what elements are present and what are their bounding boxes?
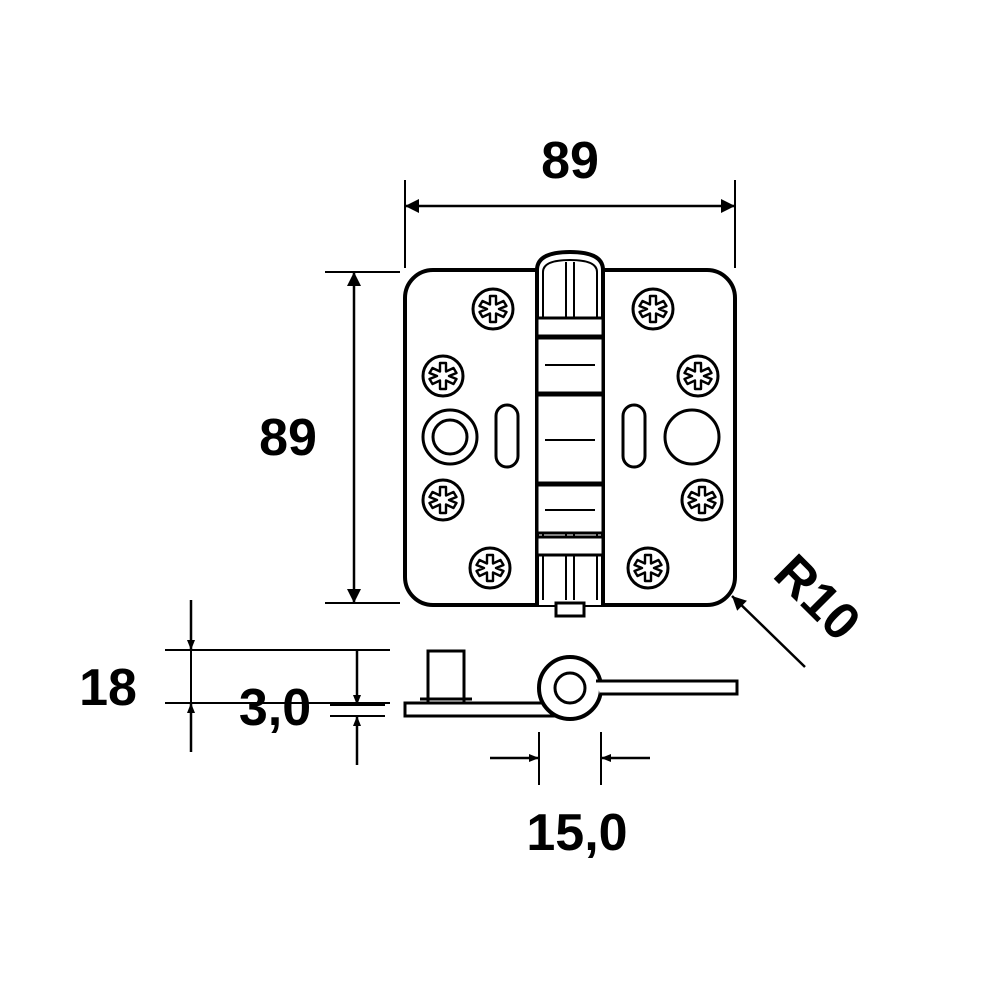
screw-head-icon [468,546,512,590]
slot-icon [494,403,520,469]
countersunk-hole-icon [421,408,479,466]
radius-callout: R10 [731,544,871,668]
closed-height-dimension: 18 [79,600,390,752]
screw-head-icon [421,354,465,398]
hinge-side-view [403,649,739,721]
hinge-knuckle [535,249,605,618]
countersunk-hole-icon [663,408,721,466]
leaf-thickness-label: 3,0 [239,679,311,737]
screw-head-icon [676,354,720,398]
width-dimension: 89 [404,132,736,268]
screw-head-icon [631,287,675,331]
slot-icon [621,403,647,469]
radius-label: R10 [763,544,871,652]
hinge-pin-stub [554,601,586,618]
screw-head-icon [421,478,465,522]
width-label: 89 [541,132,599,190]
hinge-front-view [403,249,737,618]
leaf-thickness-dimension: 3,0 [239,650,385,765]
screw-head-icon [626,546,670,590]
screw-head-icon [471,287,515,331]
height-label: 89 [259,409,317,467]
knuckle-diameter-dimension: 15,0 [490,732,650,862]
knuckle-diameter-label: 15,0 [526,804,627,862]
closed-height-label: 18 [79,659,137,717]
height-dimension: 89 [259,271,400,604]
screw-head-icon [680,478,724,522]
